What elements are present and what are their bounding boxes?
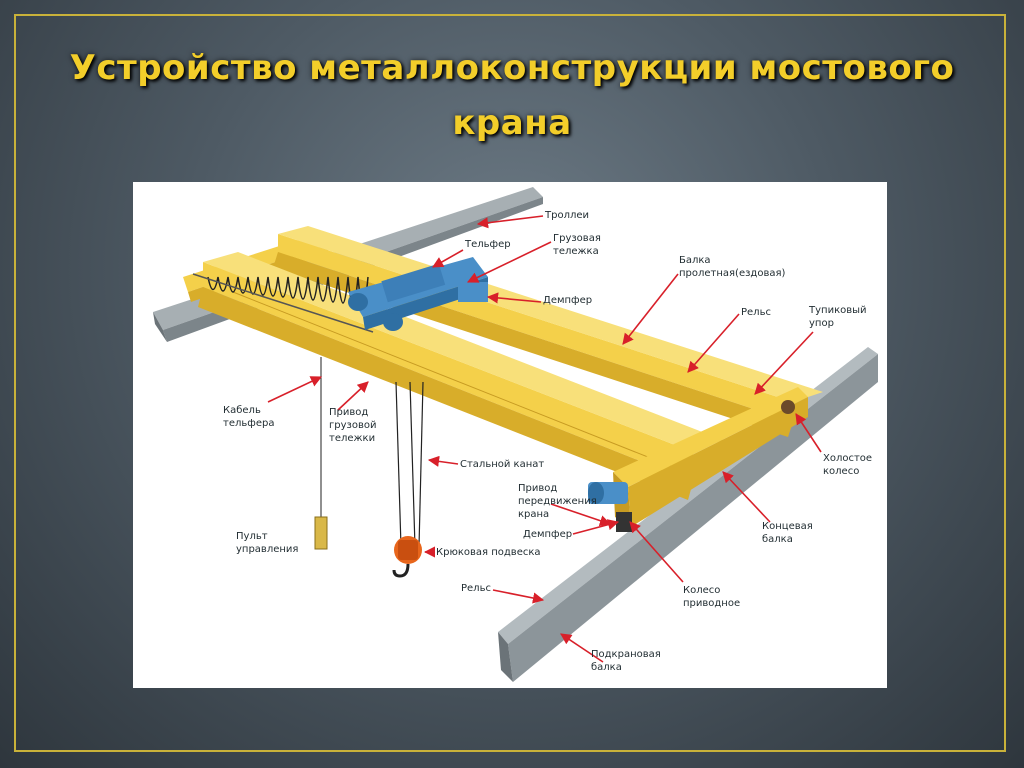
steel-rope [395, 381, 424, 548]
crane-drive-motor [588, 482, 628, 504]
label-rail-top: Рельс [741, 307, 771, 318]
label-steel-rope: Стальной канат [460, 459, 545, 470]
end-beam-front [613, 387, 808, 532]
slide-title-line1: Устройство металлоконструкции мостового [69, 48, 955, 88]
label-dead-end-stop: Тупиковый упор [809, 305, 867, 329]
label-crane-drive: Привод передвижения крана [518, 483, 597, 520]
leader-lines [267, 215, 822, 663]
control-pendant [314, 357, 328, 550]
label-damper-top: Демпфер [543, 295, 593, 306]
label-drive-wheel: Колесо приводное [683, 585, 741, 609]
label-cargo-trolley: Грузовая тележка [553, 233, 601, 257]
crane-illustration [153, 187, 878, 682]
label-end-beam: Концевая балка [762, 521, 813, 545]
label-damper-bottom: Демпфер [523, 529, 573, 540]
label-idle-wheel: Холостое колесо [823, 453, 873, 477]
label-crane-runway-beam: Подкрановая балка [591, 649, 661, 673]
cargo-trolley [348, 257, 488, 331]
idle-wheel [781, 400, 795, 414]
label-telfer-cable: Кабель тельфера [223, 405, 275, 429]
slide-frame [14, 14, 1006, 752]
label-trolley-wire: Троллеи [545, 210, 590, 221]
label-telfer: Тельфер [465, 239, 511, 250]
label-span-beam: Балка пролетная(ездовая) [679, 255, 786, 279]
hook-block [392, 536, 422, 578]
label-rail-bottom: Рельс [461, 583, 491, 594]
slide-title-line2: крана [452, 103, 572, 143]
label-hook-block: Крюковая подвеска [436, 547, 541, 558]
label-control-pendant: Пульт управления [236, 531, 299, 555]
diagram-panel: Троллеи Тельфер Грузовая тележка Балка п… [133, 182, 887, 688]
label-trolley-drive: Привод грузовой тележки [329, 407, 377, 444]
telfer-cable-festoon [192, 273, 374, 333]
